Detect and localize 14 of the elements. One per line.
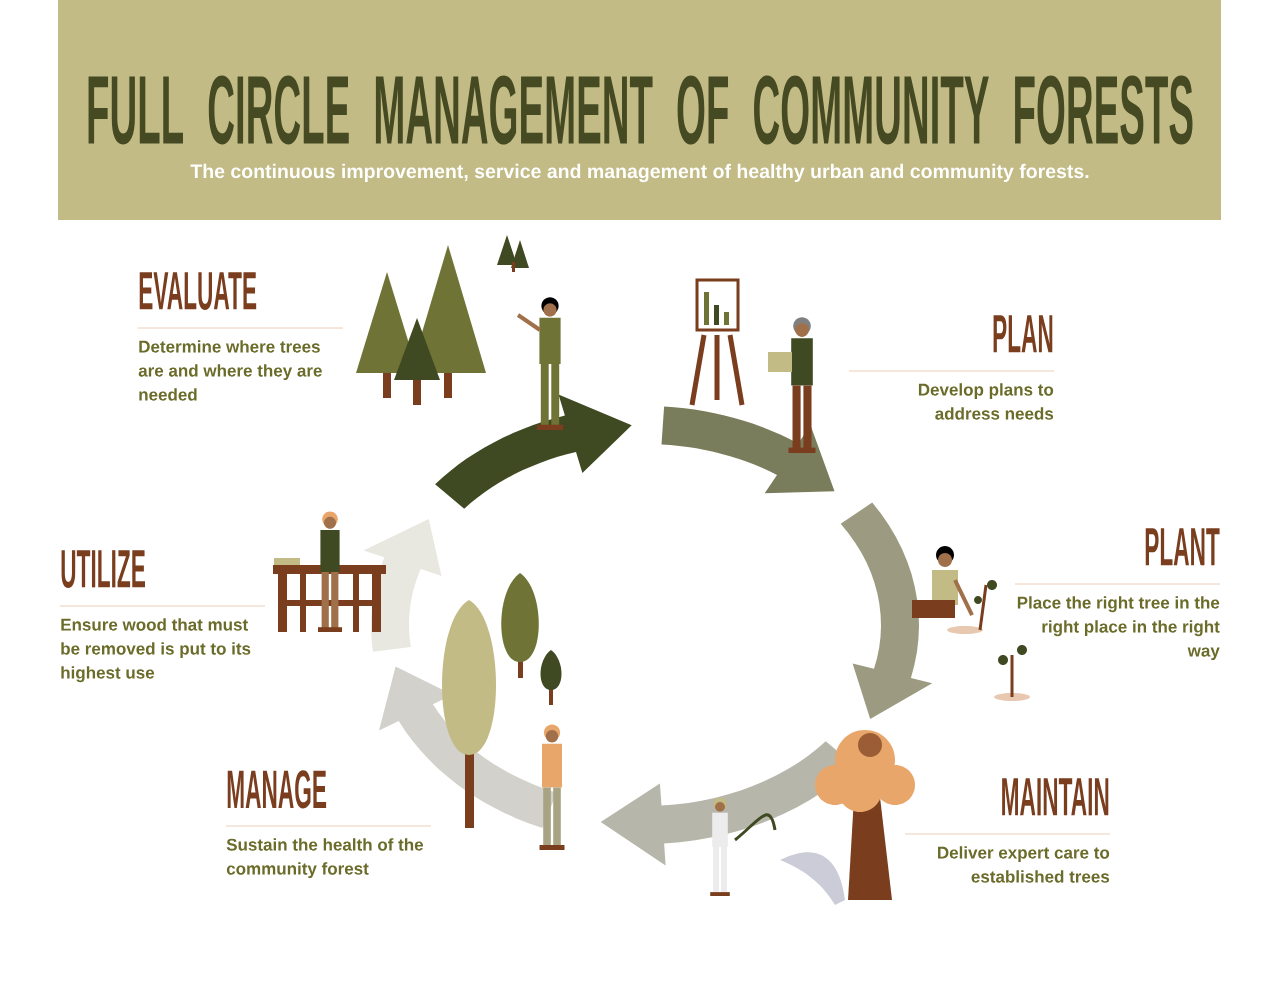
stage-description: Determine where trees are and where they are needed bbox=[138, 340, 322, 401]
stage-description: Place the right tree in the right place in the right way bbox=[1017, 596, 1220, 661]
stage-heading: UTILIZE bbox=[61, 550, 145, 588]
stage-description: Ensure wood that must be removed is put to its highest use bbox=[61, 618, 251, 683]
stage-heading: PLANT bbox=[1145, 528, 1220, 566]
stage-heading: EVALUATE bbox=[139, 272, 257, 310]
subtitle: The continuous improvement, service and management of healthy urban and community forests. bbox=[190, 163, 1089, 183]
stage-heading: MAINTAIN bbox=[1002, 778, 1109, 816]
stage-description: Deliver expert care to established trees bbox=[938, 846, 1110, 883]
stage-description: Sustain the health of the community forest bbox=[226, 838, 424, 879]
stage-heading: PLAN bbox=[993, 315, 1053, 353]
title: FULL CIRCLE MANAGEMENT OF COMMUNITY FORESTS bbox=[88, 75, 1193, 145]
stage-description: Develop plans to address needs bbox=[918, 383, 1054, 420]
stage-heading: MANAGE bbox=[227, 770, 327, 809]
